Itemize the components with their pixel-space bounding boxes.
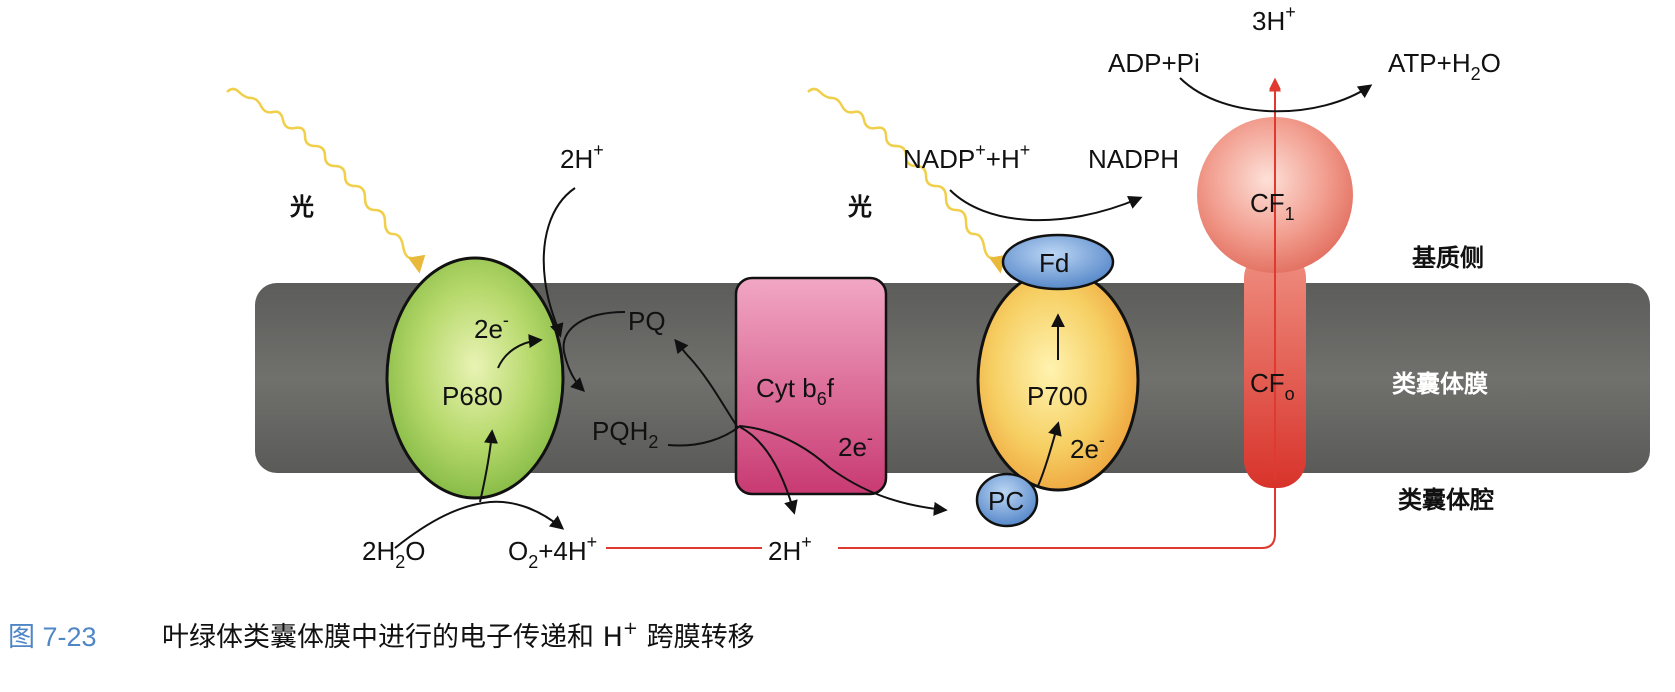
psi-electron-label: 2e-: [1070, 430, 1105, 464]
cytochrome-b6f: [734, 276, 888, 496]
lumen-side-label: 类囊体腔: [1398, 486, 1494, 514]
arrow-pqh2-through-cyt: [667, 424, 948, 516]
figure-caption: 叶绿体类囊体膜中进行的电子传递和 H+ 跨膜转移: [162, 618, 755, 653]
cf1-label: CF1: [1250, 188, 1295, 224]
figure-caption-number: 图 7-23: [8, 622, 97, 652]
arrow-water-to-p680: [479, 429, 499, 503]
light-ray-left: [226, 87, 426, 274]
arrow-nadp-to-nadph: [949, 189, 1143, 222]
p680-label: P680: [442, 381, 503, 411]
photosystem-ii: [385, 256, 565, 500]
psii-electron-label: 2e-: [474, 310, 509, 344]
pc-label: PC: [988, 486, 1024, 516]
atp-label: ATP+H2O: [1388, 48, 1501, 84]
lumen-proton-label: 2H+: [768, 532, 812, 566]
psii-proton-input-label: 2H+: [560, 140, 604, 174]
arrow-2h-into-psii: [542, 187, 576, 338]
stroma-side-label: 基质侧: [1412, 244, 1484, 272]
arrow-p680-electrons: [497, 334, 543, 369]
membrane-label: 类囊体膜: [1392, 370, 1488, 398]
proton-flow-line: [606, 80, 1275, 549]
cyt-b6f-label: Cyt b6f: [756, 373, 835, 409]
water-label: 2H2O: [362, 536, 426, 572]
cfo-label: CFo: [1250, 368, 1295, 404]
arrow-2h-to-lumen: [739, 426, 798, 515]
arrow-pc-to-p700: [1037, 421, 1062, 487]
light-label-right: 光: [847, 193, 872, 221]
arrow-pq-to-pqh2: [562, 311, 626, 392]
adp-label: ADP+Pi: [1108, 48, 1200, 78]
oxygen-protons-label: O2+4H+: [508, 532, 597, 572]
fd-label: Fd: [1039, 248, 1069, 278]
proton-3h-label: 3H+: [1252, 2, 1296, 36]
pqh2-label: PQH2: [592, 416, 658, 452]
plastocyanin: [975, 472, 1039, 528]
light-ray-right: [807, 87, 1007, 274]
arrow-pqh2-to-pq: [674, 338, 739, 429]
arrow-adp-to-atp: [1179, 77, 1373, 113]
p700-label: P700: [1027, 381, 1088, 411]
ferredoxin: [1001, 233, 1115, 291]
nadp-label: NADP++H+: [903, 140, 1030, 174]
nadph-label: NADPH: [1088, 144, 1179, 174]
photosystem-i: [976, 268, 1140, 492]
light-label-left: 光: [289, 193, 314, 221]
cyt-electron-label: 2e-: [838, 428, 873, 462]
arrow-water-to-o2: [394, 500, 565, 549]
pq-label: PQ: [628, 306, 666, 336]
